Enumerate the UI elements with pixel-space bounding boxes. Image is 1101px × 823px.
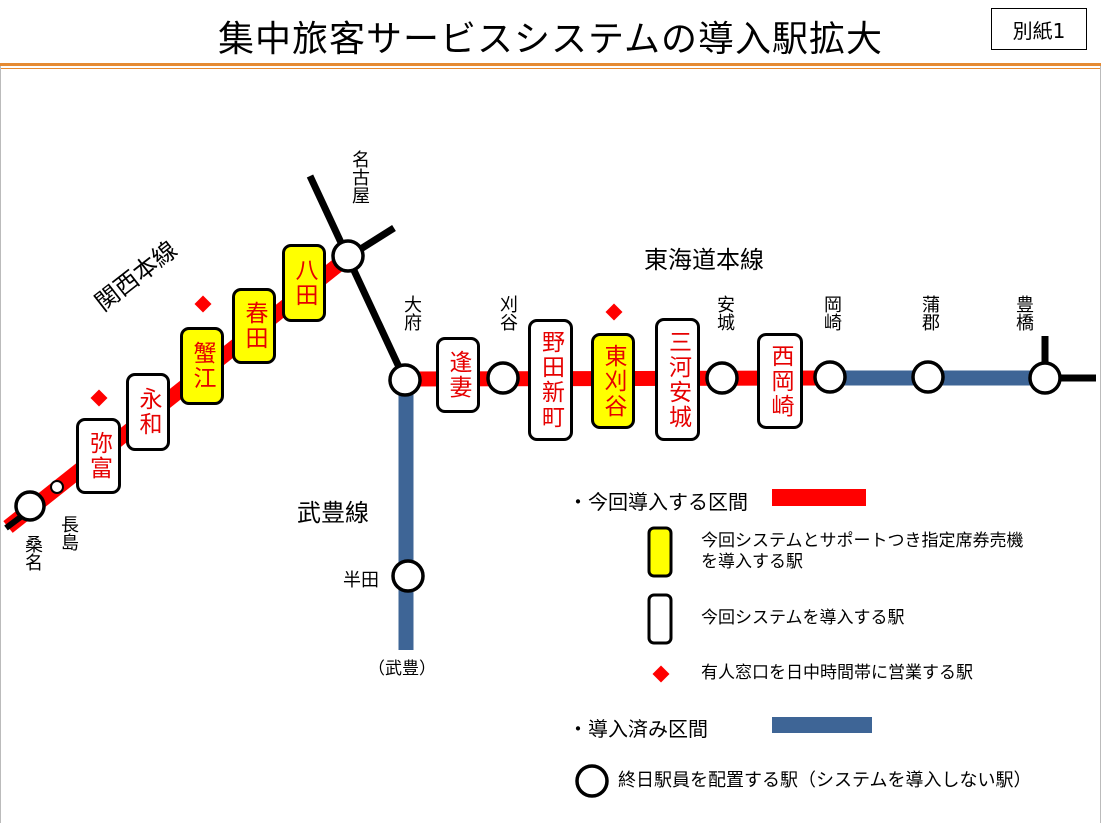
station-circle-gamagori xyxy=(911,360,945,394)
header-rule-thin xyxy=(0,68,1101,69)
legend-white-box xyxy=(647,593,673,645)
station-label-nagashima: 長島 xyxy=(58,515,79,551)
station-label-kariya: 刈谷 xyxy=(497,295,518,331)
station-box-eiwa: 永和 xyxy=(126,373,170,451)
station-circle-nagashima xyxy=(50,480,64,494)
station-box-mikawa-anjo: 三河安城 xyxy=(655,318,700,441)
diamond-yatomi xyxy=(90,389,108,407)
appendix-badge: 別紙1 xyxy=(991,8,1087,50)
station-label-okazaki: 岡崎 xyxy=(821,295,842,331)
frame-left xyxy=(0,66,1,823)
line-name-tokaido: 東海道本線 xyxy=(644,246,764,274)
station-box-nishi-okazaki: 西岡崎 xyxy=(757,333,803,429)
legend-white-station: 今回システムを導入する駅 xyxy=(701,608,905,628)
station-box-ouma: 逢妻 xyxy=(436,337,480,413)
legend-existing-section: ・導入済み区間 xyxy=(568,717,708,741)
station-label-taketoyo: （武豊） xyxy=(368,659,436,679)
tokaido-black-nagoya xyxy=(306,174,409,382)
station-circle-obu xyxy=(388,363,422,397)
legend-red-bar xyxy=(772,489,866,506)
station-label-gamagori: 蒲郡 xyxy=(919,295,940,331)
station-box-hatta: 八田 xyxy=(282,244,326,322)
station-label-anjo: 安城 xyxy=(714,295,735,331)
station-circle-okazaki xyxy=(813,360,847,394)
station-box-higashi-kariya: 東刈谷 xyxy=(591,333,635,429)
legend-yellow-line1: 今回システムとサポートつき指定席券売機 xyxy=(701,531,1024,551)
station-label-handa: 半田 xyxy=(343,570,379,591)
legend-circle xyxy=(575,764,609,798)
legend-full-staff: 終日駅員を配置する駅（システムを導入しない駅） xyxy=(618,770,1032,791)
station-circle-kuwana xyxy=(14,490,46,522)
legend-yellow-box xyxy=(647,526,673,578)
station-label-nagoya: 名古屋 xyxy=(349,150,370,204)
page-title: 集中旅客サービスシステムの導入駅拡大 xyxy=(218,19,883,60)
diamond-kanie xyxy=(194,295,212,313)
station-label-obu: 大府 xyxy=(401,295,422,331)
station-box-noda-shinmachi: 野田新町 xyxy=(528,319,573,441)
legend-diamond xyxy=(652,665,670,683)
station-circle-anjo xyxy=(705,361,739,395)
station-box-kanie: 蟹江 xyxy=(180,327,224,405)
station-label-toyohashi: 豊橋 xyxy=(1013,295,1034,331)
legend-staffed-window: 有人窓口を日中時間帯に営業する駅 xyxy=(701,663,973,683)
station-label-kuwana: 桑名 xyxy=(22,535,43,571)
line-name-taketoyo: 武豊線 xyxy=(297,499,369,527)
station-circle-handa xyxy=(391,559,425,593)
legend-yellow-line2: を導入する駅 xyxy=(701,552,803,572)
diamond-higashi-kariya xyxy=(605,303,623,321)
station-circle-nagoya xyxy=(331,239,365,273)
station-box-yatomi: 弥富 xyxy=(76,418,121,494)
header-rule xyxy=(0,63,1101,66)
legend-new-section: ・今回導入する区間 xyxy=(568,490,748,514)
station-circle-kariya xyxy=(486,361,520,395)
station-box-haruta: 春田 xyxy=(232,288,276,364)
station-circle-toyohashi xyxy=(1028,361,1062,395)
legend-blue-bar xyxy=(772,717,872,733)
